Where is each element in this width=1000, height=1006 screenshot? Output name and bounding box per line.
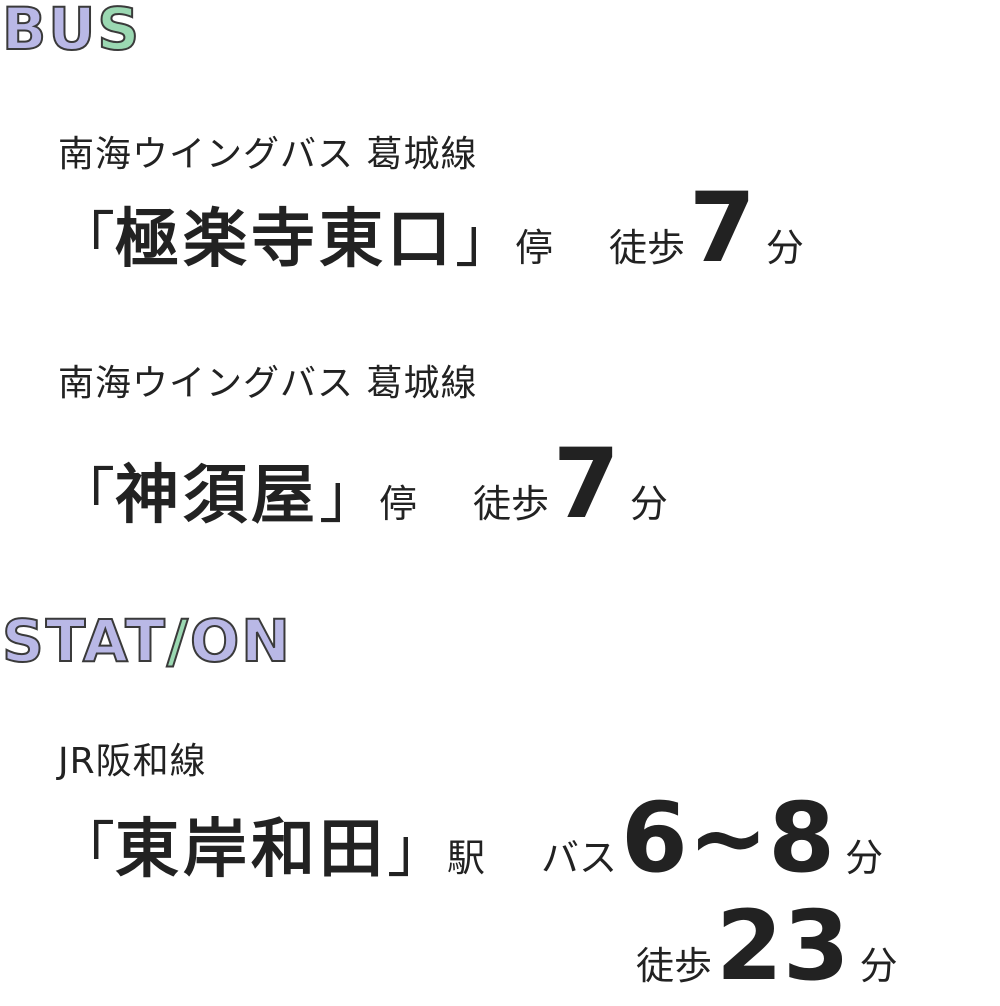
station-name: 東岸和田	[115, 813, 387, 887]
bus-heading-main: BU	[1, 0, 98, 63]
bus-route-1-stop-name: 極楽寺東口	[115, 203, 455, 277]
minutes-unit: 分	[629, 482, 668, 526]
walk-label: 徒歩	[473, 482, 550, 526]
station-heading-before: STAT	[1, 607, 167, 675]
close-bracket: 」	[319, 462, 379, 532]
bus-route-2-stop-name: 神須屋	[115, 459, 319, 533]
station-row: 「 東岸和田 」 駅 バス 6~8 分	[55, 790, 883, 886]
stop-suffix: 停	[379, 482, 418, 526]
minutes-unit: 分	[859, 944, 898, 988]
bus-route-2-stop-row: 「 神須屋 」 停 徒歩 7 分	[55, 436, 668, 532]
close-bracket: 」	[387, 816, 447, 886]
bus-heading: BUS	[1, 0, 141, 59]
minutes-unit: 分	[765, 226, 804, 270]
walk-label: 徒歩	[636, 944, 713, 988]
bus-label: バス	[541, 836, 618, 880]
station-heading: STAT/ON	[1, 611, 292, 671]
station-line: JR阪和線	[58, 741, 207, 782]
station-walk-row: 徒歩 23 分	[636, 898, 898, 994]
station-heading-after: ON	[189, 607, 292, 675]
station-walk-minutes: 23	[716, 890, 850, 1002]
close-bracket: 」	[455, 206, 515, 276]
station-heading-accent: /	[166, 607, 190, 675]
bus-heading-accent: S	[96, 0, 142, 63]
open-bracket: 「	[55, 206, 115, 276]
bus-route-2-walk-minutes: 7	[553, 428, 620, 540]
open-bracket: 「	[55, 816, 115, 886]
bus-route-1-stop-row: 「 極楽寺東口 」 停 徒歩 7 分	[55, 180, 804, 276]
stop-suffix: 停	[515, 226, 554, 270]
station-suffix: 駅	[447, 836, 486, 880]
walk-label: 徒歩	[609, 226, 686, 270]
bus-route-1-line: 南海ウイングバス 葛城線	[58, 134, 478, 175]
minutes-unit: 分	[845, 836, 884, 880]
bus-minutes: 6~8	[621, 782, 836, 894]
bus-route-1-walk-minutes: 7	[689, 172, 756, 284]
open-bracket: 「	[55, 462, 115, 532]
bus-route-2-line: 南海ウイングバス 葛城線	[58, 363, 478, 404]
